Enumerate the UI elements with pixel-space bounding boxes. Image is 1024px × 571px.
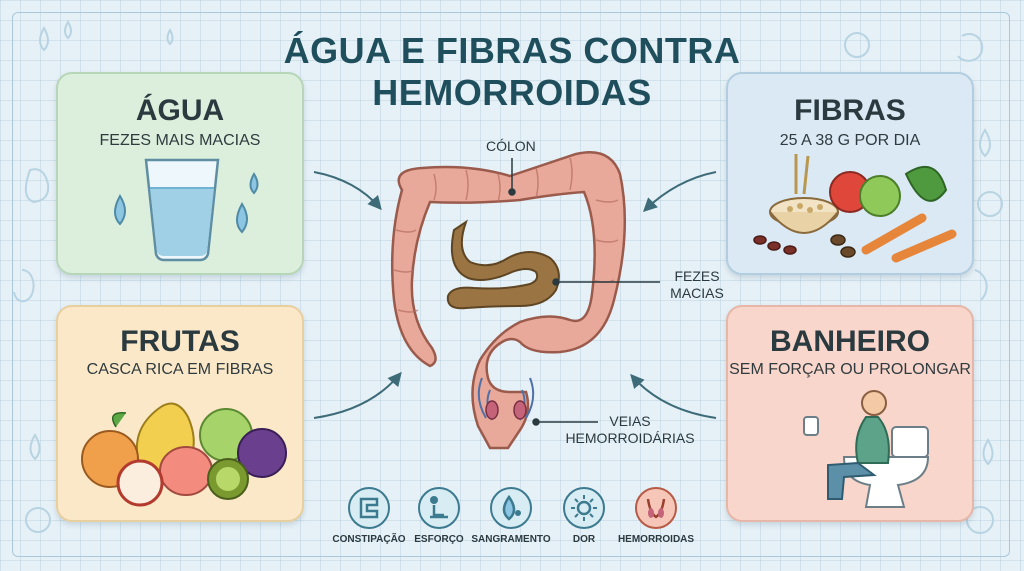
card-water: ÁGUA FEZES MAIS MACIAS: [56, 72, 304, 275]
card-water-subtitle: FEZES MAIS MACIAS: [99, 132, 261, 149]
arrow-fibers: [642, 171, 717, 212]
symptom-label-bleeding: SANGRAMENTO: [471, 534, 551, 545]
page-frame: [12, 12, 1010, 557]
water-glass-icon: [114, 158, 259, 262]
symptom-label-hemorrhoids: HEMORROIDAS: [617, 534, 695, 545]
label-hemorrhoidal-veins-line2: HEMORROIDÁRIAS: [565, 430, 695, 446]
symptom-label-pain: DOR: [572, 534, 596, 545]
card-fibers: FIBRAS 25 A 38 G POR DIA: [726, 72, 974, 275]
symptom-label-straining: ESFORÇO: [414, 534, 464, 545]
stool-shape: [446, 219, 560, 310]
card-fruits-subtitle: CASCA RICA EM FIBRAS: [86, 361, 274, 378]
card-bathroom-subtitle: SEM FORÇAR OU PROLONGAR: [729, 361, 971, 378]
arrow-bathroom: [630, 373, 717, 419]
card-water-heading: ÁGUA: [135, 94, 225, 127]
toilet-person-icon: [803, 390, 930, 508]
card-bathroom-heading: BANHEIRO: [769, 325, 930, 358]
arrow-water: [313, 171, 382, 211]
card-fruits-heading: FRUTAS: [120, 325, 240, 358]
colon-shape: [390, 151, 627, 450]
colon-illustration: [390, 151, 660, 450]
straining-icon: [418, 487, 460, 529]
blood-drop-icon: [490, 487, 532, 529]
card-fruits: FRUTAS CASCA RICA EM FIBRAS: [56, 305, 304, 522]
hemorrhoids-icon: [635, 487, 677, 529]
card-bathroom: BANHEIRO SEM FORÇAR OU PROLONGAR: [726, 305, 974, 522]
fiber-foods-icon: [753, 154, 957, 263]
label-soft-stool: FEZES MACIAS: [662, 268, 732, 302]
card-fibers-subtitle: 25 A 38 G POR DIA: [779, 132, 921, 149]
pain-icon: [563, 487, 605, 529]
arrow-fruits: [313, 371, 402, 419]
page-title: ÁGUA E FIBRAS CONTRA HEMORROIDAS: [283, 30, 741, 113]
symptom-label-constipation: CONSTIPAÇÃO: [332, 534, 406, 545]
card-fibers-heading: FIBRAS: [794, 94, 906, 127]
label-colon: CÓLON: [486, 138, 536, 154]
label-soft-stool-line2: MACIAS: [670, 285, 724, 301]
label-soft-stool-line1: FEZES: [674, 268, 720, 284]
fruits-icon: [81, 402, 287, 507]
label-hemorrhoidal-veins: VEIAS HEMORROIDÁRIAS: [560, 413, 700, 447]
label-hemorrhoidal-veins-line1: VEIAS: [609, 413, 651, 429]
constipation-icon: [348, 487, 390, 529]
